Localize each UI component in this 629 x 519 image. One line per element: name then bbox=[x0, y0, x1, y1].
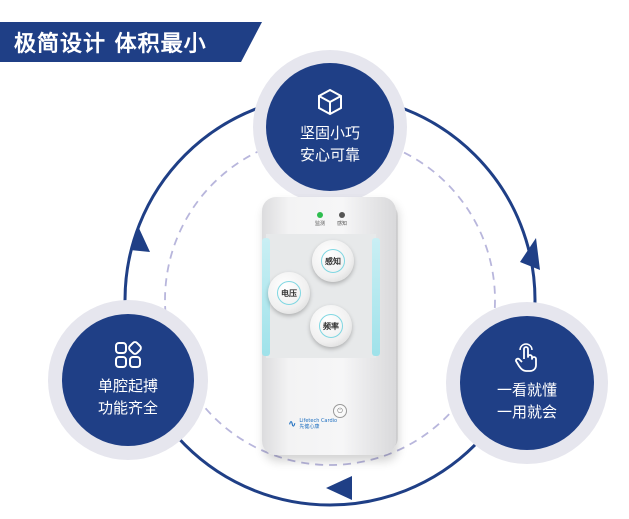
led-monitor-label: 监测 bbox=[314, 221, 325, 227]
feature-left-line2: 功能齐全 bbox=[97, 399, 158, 417]
feature-left: 单腔起搏 功能齐全 bbox=[48, 300, 208, 460]
voltage-knob[interactable]: 电压 bbox=[268, 272, 310, 314]
sense-knob-label: 感知 bbox=[321, 249, 345, 273]
feature-top-line1: 坚固小巧 bbox=[299, 124, 360, 142]
feature-left-line1: 单腔起搏 bbox=[97, 377, 158, 395]
led-monitor: 监测 bbox=[315, 204, 325, 234]
device-indicator-bar: 监测 感知 bbox=[276, 204, 386, 234]
cube-icon bbox=[318, 88, 342, 116]
power-button[interactable]: ⏻ bbox=[333, 404, 347, 418]
rate-knob[interactable]: 频率 bbox=[310, 305, 352, 347]
brand-logo-icon: ∿ bbox=[288, 418, 297, 430]
feature-right-line2: 一用就会 bbox=[496, 403, 557, 421]
sense-knob[interactable]: 感知 bbox=[312, 240, 354, 282]
brand-cn: 先健心康 bbox=[299, 424, 320, 430]
tap-hand-icon bbox=[515, 343, 537, 372]
grey-led-icon bbox=[339, 212, 345, 218]
feature-right: 一看就懂 一用就会 bbox=[446, 302, 608, 464]
voltage-knob-label: 电压 bbox=[277, 281, 301, 305]
arrow-left bbox=[130, 226, 150, 252]
feature-top: 坚固小巧 安心可靠 bbox=[253, 50, 407, 204]
title-banner: 极简设计 体积最小 bbox=[0, 22, 262, 62]
feature-top-line2: 安心可靠 bbox=[299, 146, 360, 164]
rate-knob-label: 频率 bbox=[319, 314, 343, 338]
shapes-icon bbox=[115, 341, 142, 368]
right-light-strip bbox=[372, 238, 380, 356]
led-sense: 感知 bbox=[337, 204, 347, 234]
feature-right-line1: 一看就懂 bbox=[496, 381, 557, 399]
arrow-right bbox=[520, 238, 540, 270]
device-brand: ∿ Lifetech Cardio 先健心康 bbox=[288, 418, 337, 430]
led-sense-label: 感知 bbox=[337, 221, 348, 227]
banner-title: 极简设计 体积最小 bbox=[14, 32, 207, 57]
left-light-strip bbox=[262, 238, 270, 356]
brand-name: Lifetech Cardio bbox=[299, 418, 338, 424]
green-led-icon bbox=[316, 212, 323, 218]
arrow-bottom bbox=[326, 476, 352, 500]
